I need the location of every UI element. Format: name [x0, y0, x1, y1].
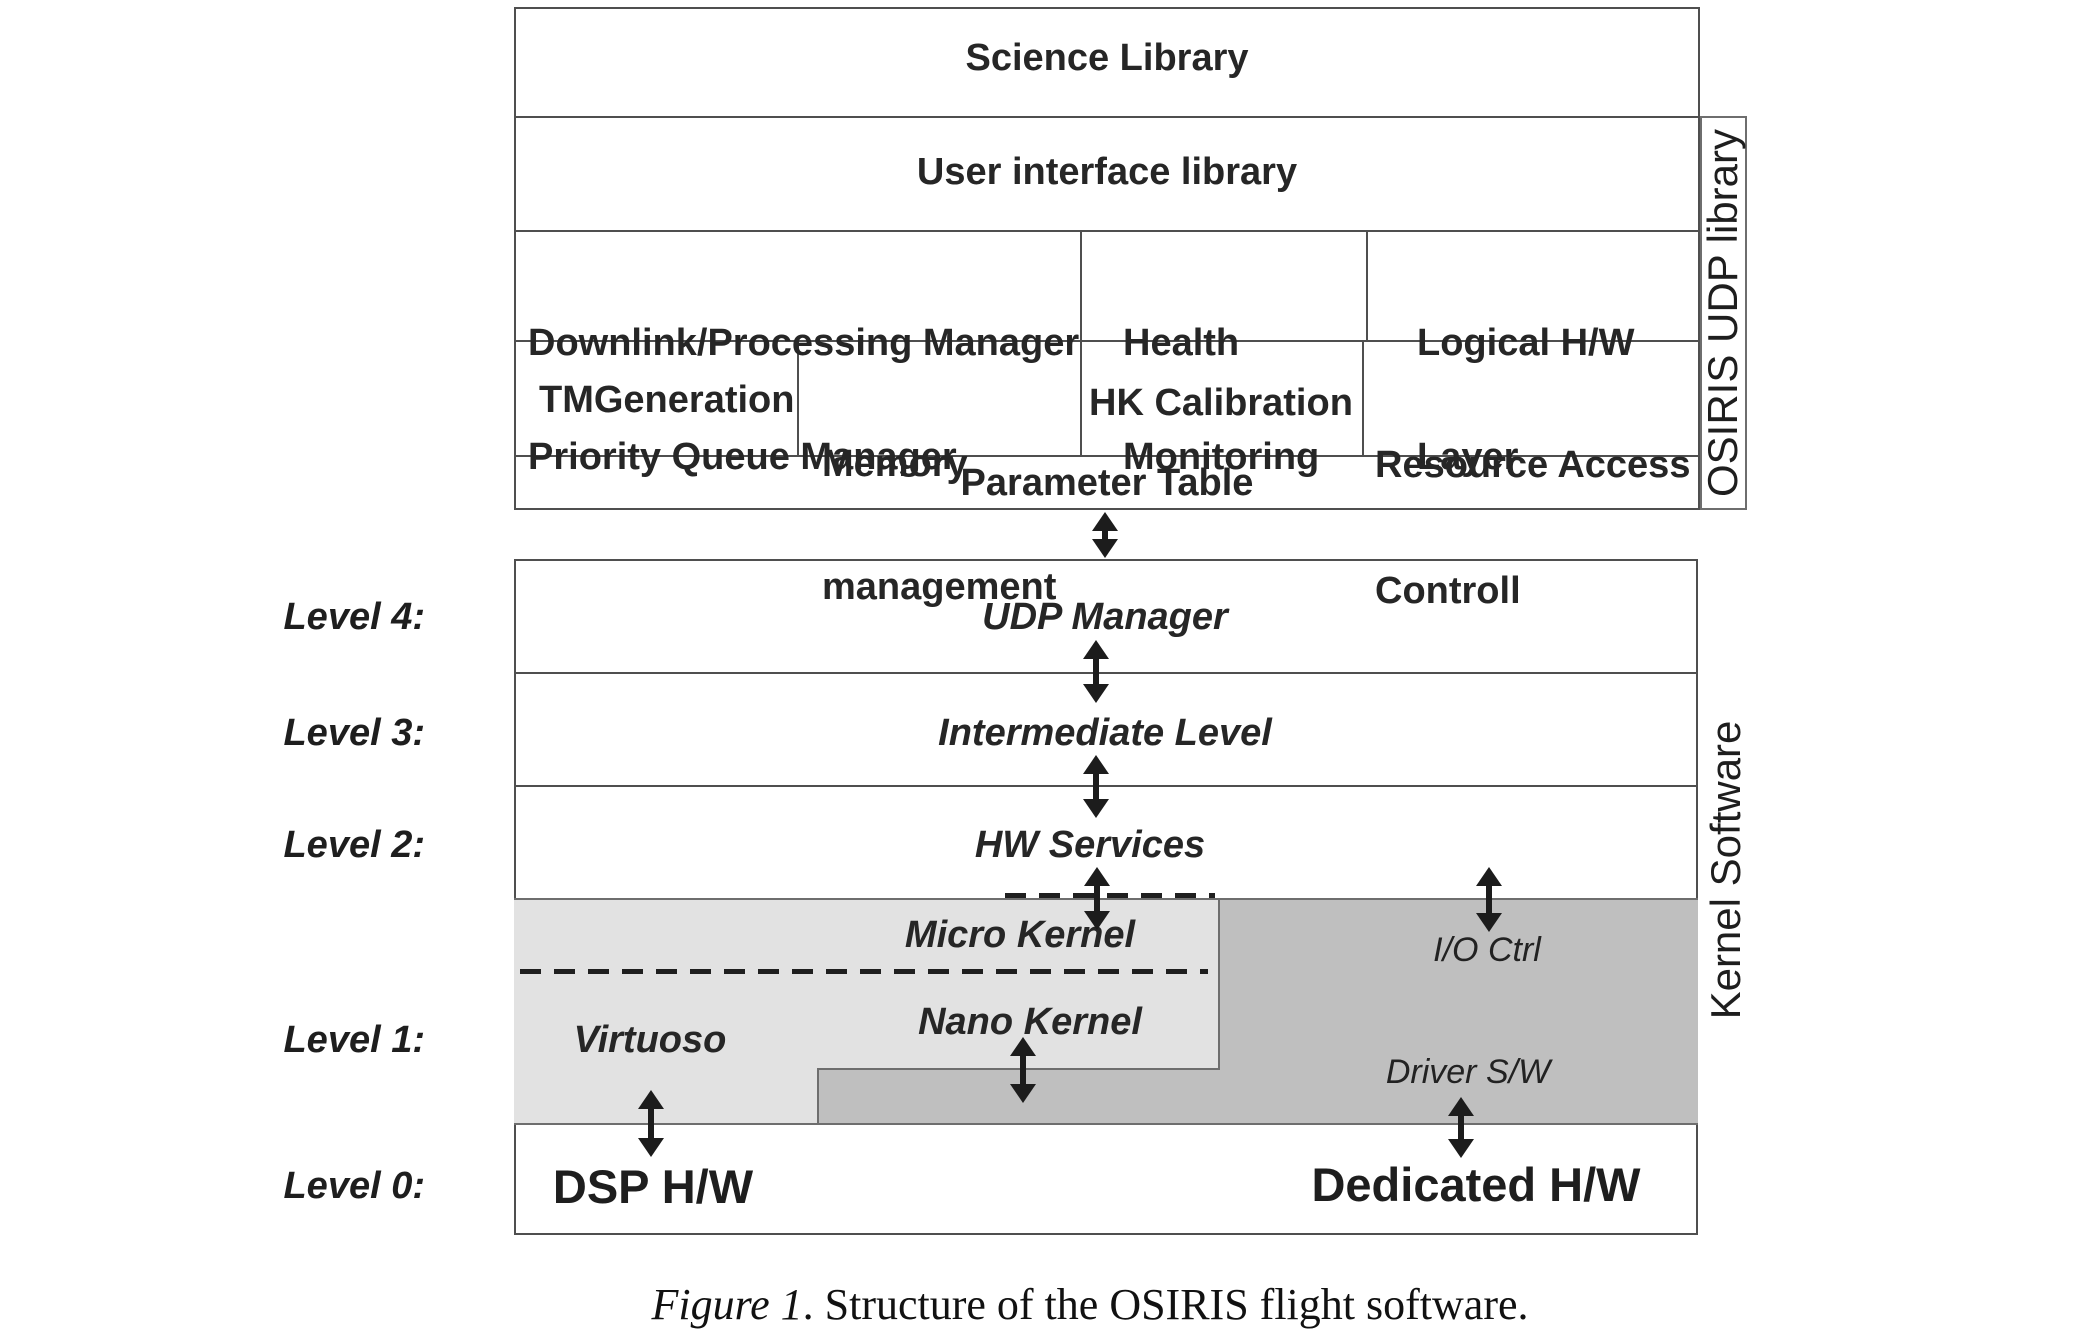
arrow-head-icon [1084, 867, 1110, 886]
nano-kernel-text: Nano Kernel [918, 1001, 1142, 1043]
resource-line1: Resource Access [1375, 444, 1691, 486]
arrow-shaft [1486, 882, 1492, 917]
arrow-driversw-dedicatedhw [1448, 1097, 1474, 1158]
arrow-intermediate-hwservices [1083, 755, 1109, 818]
level1-bottom-line [514, 1123, 1698, 1125]
arrow-udp-intermediate [1083, 640, 1109, 703]
arrow-head-icon [1448, 1139, 1474, 1158]
kernel-gray-boundary-vertical [1218, 898, 1220, 1068]
arrow-head-icon [1083, 799, 1109, 818]
figure-caption-number: Figure 1 [651, 1280, 803, 1329]
arrow-hwservices-microkernel [1084, 867, 1110, 930]
health-line1: Health [1123, 322, 1240, 364]
arrow-head-icon [638, 1090, 664, 1109]
arrow-level2-ioctrl [1476, 867, 1502, 932]
io-ctrl-region [1218, 898, 1698, 1068]
downlink-line2: Priority Queue Manager [528, 436, 957, 478]
kernel-gray-boundary-horizontal [817, 1068, 1220, 1070]
level3-text: Intermediate Level [938, 712, 1272, 754]
logical-line1: Logical H/W [1417, 322, 1635, 364]
arrow-head-icon [1010, 1037, 1036, 1056]
arrow-shaft [1093, 770, 1099, 803]
driver-sw-text: Driver S/W [1385, 1053, 1551, 1091]
virtuoso-region [514, 1068, 817, 1123]
figure-caption-text: . Structure of the OSIRIS flight softwar… [802, 1280, 1529, 1329]
table-row-line-1 [514, 116, 1700, 118]
driver-sw-region [817, 1068, 1698, 1123]
resource-line2: Controll [1375, 570, 1521, 612]
arrow-head-icon [1010, 1084, 1036, 1103]
arrow-nanokernel-driversw [1010, 1037, 1036, 1103]
arrow-shaft [648, 1105, 654, 1142]
arrow-shaft [1458, 1112, 1464, 1143]
arrow-head-icon [1083, 755, 1109, 774]
level1-top-line [514, 898, 1698, 900]
health-line2: Monitoring [1123, 436, 1320, 478]
level-label-3: Level 3: [283, 712, 425, 754]
kernel-software-side-label: Kernel Software [1702, 720, 1749, 1020]
level4-text: UDP Manager [982, 596, 1228, 638]
table-col-line-tm-memory [797, 340, 799, 455]
arrow-shaft [1102, 525, 1108, 545]
table-col-line-hk-resource [1362, 340, 1364, 455]
table-row-line-4 [514, 455, 1700, 457]
cell-parameter-table: Parameter Table [960, 462, 1254, 504]
cell-science-library: Science Library [965, 37, 1249, 79]
level-label-1: Level 1: [283, 1019, 425, 1061]
cell-resource-access-controll: Resource Access Controll [1375, 360, 1690, 696]
cell-health-monitoring: Health Monitoring [1123, 248, 1319, 552]
kernel-software-box [514, 559, 1698, 1235]
cell-tmgeneration: TMGeneration [539, 379, 795, 421]
arrow-head-icon [1476, 913, 1502, 932]
arrow-shaft [1094, 882, 1100, 915]
arrow-head-icon [1092, 539, 1118, 558]
cell-user-interface-library: User interface library [916, 151, 1298, 193]
arrow-head-icon [1092, 512, 1118, 531]
table-row-line-3 [514, 340, 1700, 342]
io-ctrl-text: I/O Ctrl [1433, 931, 1541, 969]
level-label-2: Level 2: [283, 824, 425, 866]
udp-library-side-box [1700, 116, 1747, 510]
memory-line1: Memory [822, 443, 968, 485]
level-label-4: Level 4: [283, 596, 425, 638]
arrow-head-icon [638, 1138, 664, 1157]
dsp-hw-text: DSP H/W [552, 1160, 754, 1213]
arrow-shaft [1020, 1052, 1026, 1088]
cell-memory-management: Memory management [822, 362, 1056, 690]
level2-text: HW Services [974, 824, 1206, 866]
logical-line2: Layer [1417, 436, 1519, 478]
cell-downlink-priority-manager: Downlink/Processing Manager Priority Que… [528, 248, 1079, 552]
udp-library-side-label: OSIRIS UDP library [1699, 129, 1746, 497]
kernel-row-line-1 [514, 672, 1698, 674]
table-row-line-2 [514, 230, 1700, 232]
arrow-shaft [1093, 655, 1099, 688]
arrow-head-icon [1476, 867, 1502, 886]
cell-hk-calibration: HK Calibration [1089, 382, 1353, 424]
downlink-line1: Downlink/Processing Manager [528, 322, 1080, 364]
udp-library-table [514, 7, 1700, 510]
level-label-0: Level 0: [283, 1165, 425, 1207]
kernel-row-line-2 [514, 785, 1698, 787]
arrow-head-icon [1448, 1097, 1474, 1116]
micro-nano-dashed-divider [520, 969, 1208, 974]
arrow-head-icon [1083, 684, 1109, 703]
virtuoso-right-boundary [817, 1068, 819, 1123]
arrow-parameter-to-kernel [1092, 512, 1118, 558]
table-col-line-managers-health [1080, 230, 1082, 340]
figure-caption: Figure 1. Structure of the OSIRIS flight… [350, 1281, 1830, 1329]
table-col-line-memory-hk [1080, 340, 1082, 455]
memory-line2: management [822, 566, 1057, 608]
virtuoso-text: Virtuoso [573, 1019, 727, 1061]
micro-kernel-top-dashed-line [1005, 893, 1215, 898]
arrow-virtuoso-dsphw [638, 1090, 664, 1157]
arrow-head-icon [1084, 911, 1110, 930]
arrow-head-icon [1083, 640, 1109, 659]
table-col-line-health-logical [1366, 230, 1368, 340]
cell-logical-hw-layer: Logical H/W Layer [1417, 248, 1634, 552]
dedicated-hw-text: Dedicated H/W [1311, 1158, 1641, 1211]
